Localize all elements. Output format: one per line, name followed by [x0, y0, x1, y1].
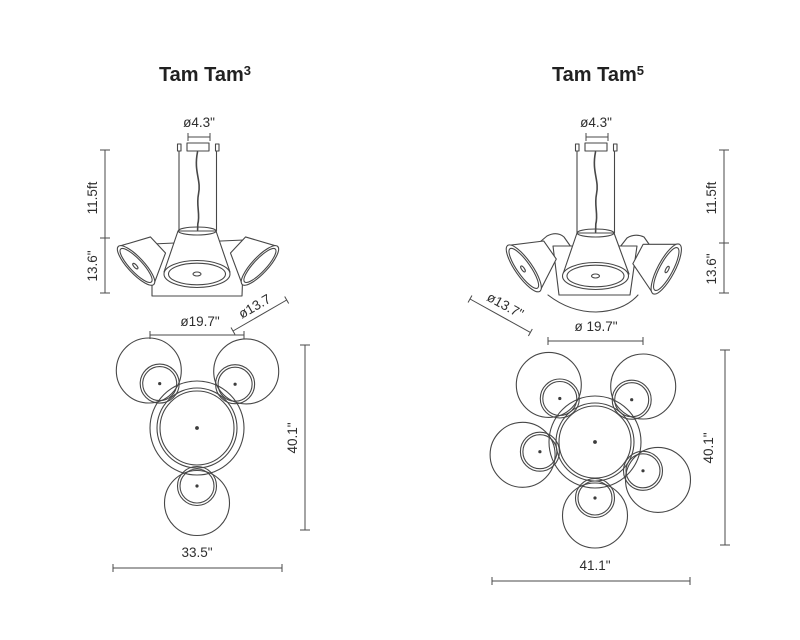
satellite-shade-back-right: [619, 234, 652, 248]
satellite-shade-top-left: [115, 337, 182, 404]
width-label: 41.1": [579, 558, 610, 573]
suspension-height-label: 11.5ft: [85, 181, 100, 214]
height-dimension-line: [719, 149, 729, 294]
depth-dimension-line: [300, 344, 310, 531]
satellite-shade-right: [622, 446, 692, 513]
width-dimension-line: [491, 577, 691, 585]
width-label: 33.5": [181, 545, 212, 560]
satellite-shade-right: [632, 243, 682, 295]
title-text: Tam Tam: [551, 64, 637, 86]
satellite-shade-top-left: [515, 351, 582, 419]
canopy-dimension-line: [585, 133, 609, 141]
tamtam5-panel: ø4.3": [467, 115, 730, 585]
satellite-shade-left: [116, 236, 167, 286]
tamtam3-side-view: ø4.3": [85, 115, 290, 339]
suspension-height-label: 11.5ft: [704, 181, 719, 214]
tamtam3-panel: ø4.3": [85, 115, 310, 572]
center-diameter-dimension-line: [547, 337, 644, 345]
shade-socket-hole: [520, 265, 526, 273]
shade-top-rim: [576, 228, 615, 238]
satellite-shade-top-right: [213, 338, 280, 405]
canopy-diameter-label: ø4.3": [183, 115, 215, 130]
center-shade-bottom: [548, 395, 642, 489]
width-dimension-line: [112, 564, 283, 572]
shade-socket-hole: [664, 265, 670, 274]
depth-label: 40.1": [701, 432, 716, 463]
center-shade: [561, 228, 630, 291]
tamtam5-side-view: ø4.3": [467, 115, 729, 345]
satellite-shade-bottom: [163, 465, 231, 537]
product-title-tamtam3: Tam Tam3: [110, 63, 300, 87]
ceiling-canopy: [186, 142, 210, 152]
height-dimension-line: [100, 149, 110, 294]
title-superscript: 5: [636, 63, 645, 78]
satellite-diameter-dimension: ø13.7": [467, 289, 533, 337]
depth-label: 40.1": [285, 422, 300, 453]
tamtam5-bottom-view: 40.1" 41.1": [489, 349, 730, 585]
cable-gripper-left: [574, 143, 580, 152]
shade-top-rim: [177, 226, 217, 236]
satellite-shade-bottom: [561, 477, 629, 549]
satellite-shade-right: [229, 236, 280, 286]
depth-dimension-line: [720, 349, 730, 546]
center-diameter-dimension-line: [149, 331, 245, 339]
shade-socket-hole: [132, 262, 139, 270]
satellite-shade-top-right: [610, 353, 677, 420]
cable-gripper-right: [214, 143, 220, 152]
satellite-shade-left: [489, 421, 560, 488]
shade-socket-hole: [590, 273, 601, 279]
satellite-diameter-label: ø13.7": [484, 289, 526, 321]
satellite-shade-back-left: [533, 233, 572, 248]
center-diameter-label: ø19.7": [180, 314, 220, 329]
satellite-shade-front: [547, 294, 639, 313]
fixture-height-label: 13.6": [704, 253, 719, 284]
power-cord: [593, 151, 598, 233]
canopy-dimension-line: [187, 133, 211, 141]
fixture-height-label: 13.6": [85, 250, 100, 281]
center-shade-bottom: [149, 380, 245, 476]
title-text: Tam Tam: [158, 64, 244, 86]
canopy-diameter-label: ø4.3": [580, 115, 612, 130]
title-superscript: 3: [243, 63, 252, 78]
product-title-tamtam5: Tam Tam5: [503, 63, 693, 87]
cable-gripper-left: [176, 143, 182, 152]
ceiling-canopy: [584, 142, 608, 152]
shade-socket-hole: [192, 271, 202, 277]
center-shade: [163, 226, 231, 289]
tamtam3-bottom-view: 40.1" 33.5": [112, 337, 310, 572]
satellite-shade-left: [505, 240, 557, 293]
center-diameter-label: ø 19.7": [574, 319, 617, 334]
cable-gripper-right: [612, 143, 618, 152]
power-cord: [195, 151, 200, 231]
